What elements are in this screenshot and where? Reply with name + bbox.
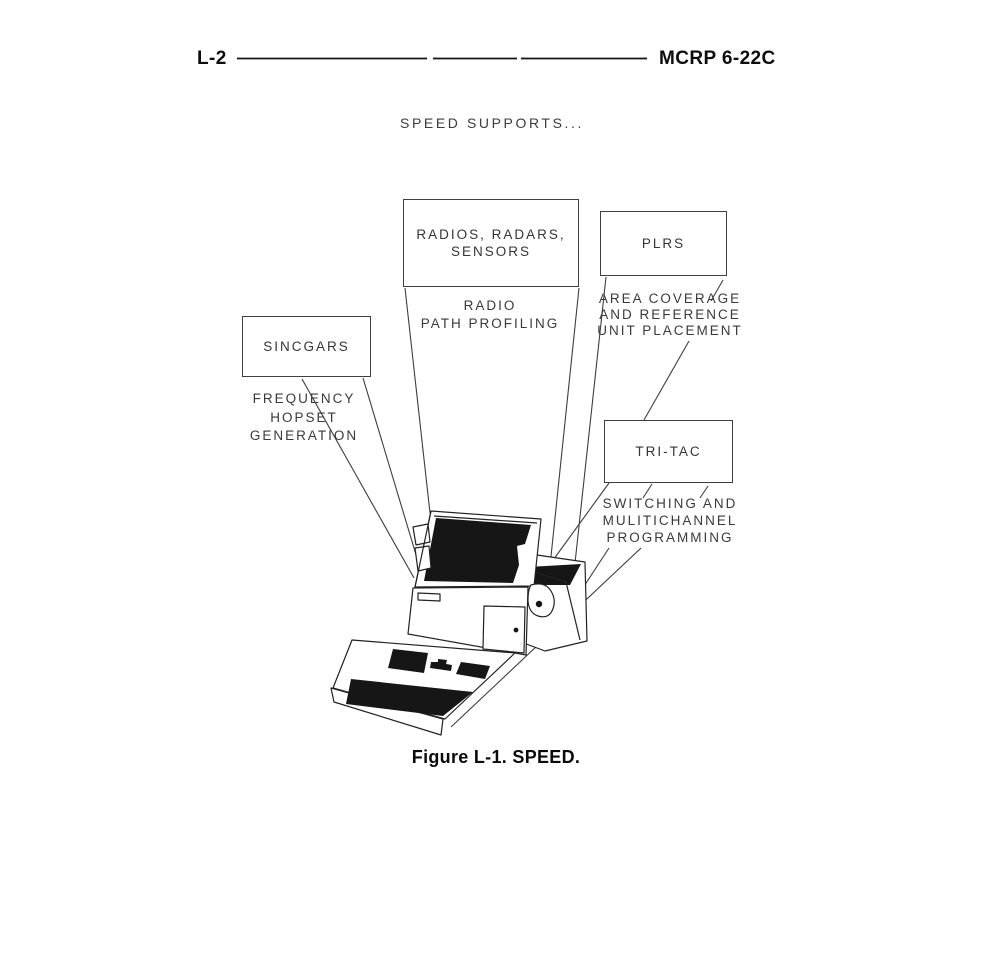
- leader-plrs-right-b: [643, 340, 690, 421]
- caption-sincgars: FREQUENCY HOPSET GENERATION: [249, 391, 359, 443]
- hinge: [527, 583, 555, 618]
- caption-tritac: SWITCHING AND MULITICHANNEL PROGRAMMING: [602, 496, 738, 545]
- node-box-radios: RADIOS, RADARS, SENSORS: [403, 199, 579, 287]
- keypad-left: [388, 649, 428, 673]
- diagram-title: SPEED SUPPORTS...: [400, 115, 584, 131]
- leader-radios-left: [404, 287, 431, 514]
- speed-terminal-illustration: [330, 510, 588, 736]
- page-number: L-2: [197, 48, 227, 69]
- keypad-right: [456, 662, 490, 679]
- computer-body: [407, 586, 529, 656]
- screen: [424, 518, 531, 583]
- caption-plrs: AREA COVERAGE AND REFERENCE UNIT PLACEME…: [597, 291, 743, 338]
- vent-slot: [417, 592, 441, 602]
- leader-tritac-left-a: [642, 483, 653, 499]
- lid-left-tab-upper: [412, 523, 431, 546]
- leader-plrs-left: [574, 276, 607, 564]
- hinge-pin-dot: [535, 600, 543, 608]
- leader-tritac-right-a: [699, 485, 709, 499]
- keyboard-unit: [330, 639, 516, 736]
- leader-plrs-right-c: [550, 482, 610, 564]
- node-box-tritac: TRI-TAC: [604, 420, 733, 483]
- doc-code: MCRP 6-22C: [659, 48, 776, 69]
- access-door: [482, 605, 526, 654]
- leader-radios-right: [549, 287, 580, 567]
- display-lid: [412, 510, 542, 588]
- node-box-sincgars: SINCGARS: [242, 316, 371, 377]
- keyboard-main-keys: [346, 679, 473, 716]
- figure-caption: Figure L-1. SPEED.: [411, 747, 581, 767]
- case-open-interior: [528, 564, 581, 585]
- node-box-plrs: PLRS: [600, 211, 727, 276]
- door-latch-dot: [513, 627, 519, 633]
- lid-left-tab-lower: [414, 545, 432, 572]
- keypad-center-cluster: [430, 659, 452, 671]
- leader-plrs-right-a: [710, 279, 724, 302]
- caption-radios: RADIO PATH PROFILING: [420, 298, 560, 331]
- leader-sincgars-a: [301, 378, 415, 579]
